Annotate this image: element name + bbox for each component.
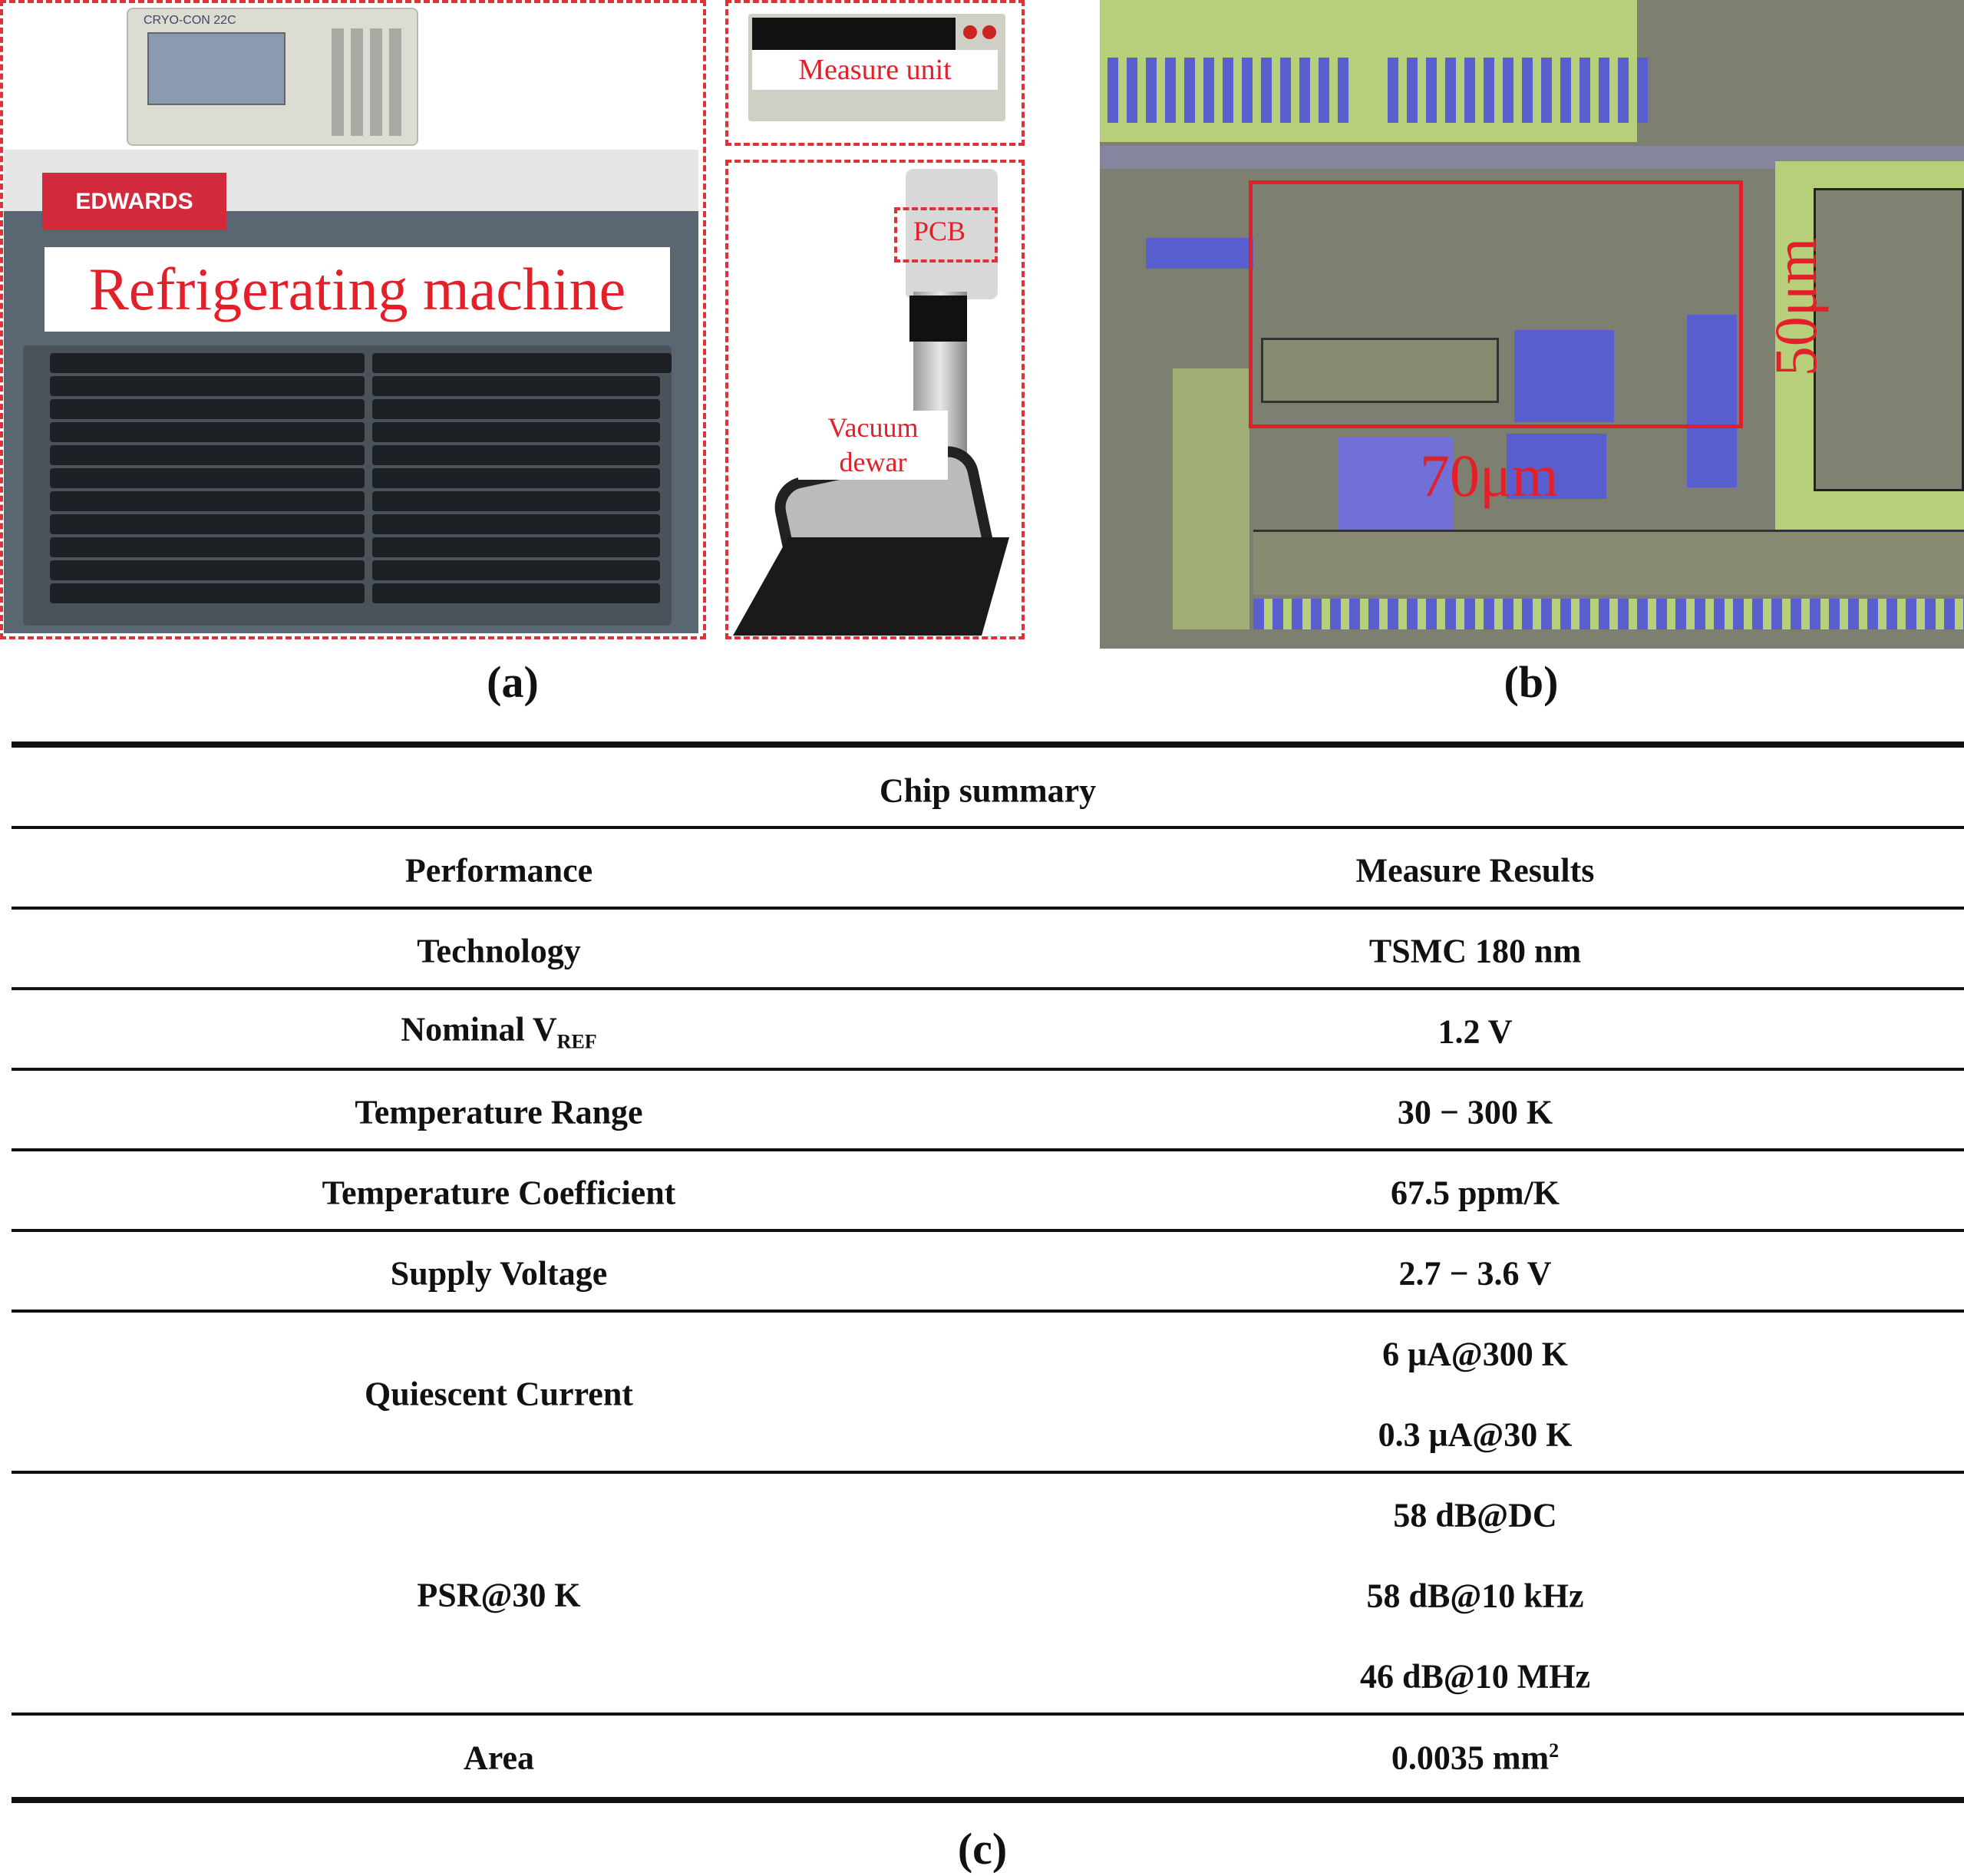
row-param: Temperature Coefficient (322, 1174, 676, 1212)
row-value: 30 − 300 K (1397, 1093, 1553, 1131)
row-value: 67.5 ppm/K (1390, 1174, 1560, 1212)
pcb-marker (894, 207, 998, 263)
edwards-logo-text: EDWARDS (75, 188, 193, 214)
caption-b: (b) (1504, 657, 1559, 707)
dewar-label-plate (909, 296, 967, 342)
row-value: TSMC 180 nm (1368, 932, 1582, 970)
measure-unit-frame (725, 0, 1025, 146)
header-performance: Performance (404, 851, 593, 890)
refrigerator-label: Refrigerating machine (45, 247, 670, 332)
row-value: 0.0035 mm2 (1391, 1739, 1560, 1777)
controller-brand: CRYO-CON 22C (144, 14, 236, 27)
pcb-label: PCB (913, 216, 966, 246)
row-value: 46 dB@10 MHz (1359, 1657, 1591, 1696)
row-param: Supply Voltage (390, 1254, 608, 1293)
dewar-label: Vacuum dewar (798, 411, 948, 480)
row-param: Temperature Range (355, 1093, 643, 1131)
row-value: 0.3 μA@30 K (1378, 1415, 1573, 1454)
controller-screen (147, 32, 286, 105)
temperature-controller: CRYO-CON 22C (127, 8, 418, 146)
measurement-box (1249, 180, 1743, 428)
row-param: Nominal VREF (401, 1010, 597, 1053)
controller-keypad (332, 28, 408, 136)
height-label: 50μm (1762, 237, 1829, 377)
row-param: Technology (417, 932, 581, 970)
row-param: Area (463, 1739, 535, 1777)
row-value: 58 dB@10 kHz (1366, 1577, 1584, 1615)
chip-micrograph (1100, 0, 1964, 649)
edwards-logo: EDWARDS (42, 173, 226, 230)
dewar-label-line-1: Vacuum (827, 412, 919, 443)
row-param: Quiescent Current (365, 1375, 633, 1413)
width-label: 70μm (1420, 442, 1559, 509)
refrigerator-frame (0, 0, 706, 639)
caption-a: (a) (487, 657, 539, 707)
header-results: Measure Results (1355, 851, 1595, 890)
dewar-label-line-2: dewar (839, 447, 907, 477)
row-value: 58 dB@DC (1393, 1496, 1557, 1534)
vent-grille (23, 345, 672, 626)
row-value: 1.2 V (1438, 1012, 1513, 1051)
dewar-head (906, 169, 998, 299)
row-value: 6 μA@300 K (1382, 1335, 1568, 1373)
row-param: PSR@30 K (417, 1576, 581, 1614)
row-value: 2.7 − 3.6 V (1398, 1254, 1552, 1293)
caption-c: (c) (957, 1824, 1008, 1874)
measure-unit-label: Measure unit (752, 50, 998, 90)
dewar-frame (725, 160, 1025, 639)
table-title: Chip summary (879, 771, 1097, 810)
